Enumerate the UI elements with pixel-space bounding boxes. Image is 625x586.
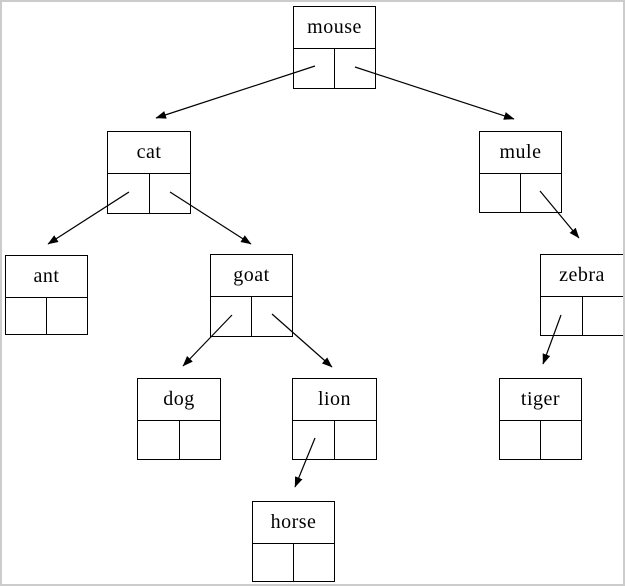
right-pointer-cell [150,174,191,213]
right-pointer-cell [583,297,624,335]
pointer-cells [6,298,87,334]
tree-node-mouse: mouse [293,6,376,89]
node-label-cat: cat [108,132,190,174]
tree-node-dog: dog [137,378,221,460]
node-label-mule: mule [480,132,561,174]
tree-node-goat: goat [210,254,293,337]
right-pointer-cell [335,421,376,459]
tree-node-tiger: tiger [499,378,582,460]
right-pointer-cell [252,297,292,336]
tree-node-horse: horse [252,501,335,582]
left-pointer-cell [541,297,583,335]
left-pointer-cell [480,174,521,212]
right-pointer-cell [541,421,581,459]
node-label-goat: goat [211,255,292,297]
node-label-ant: ant [6,256,87,298]
left-pointer-cell [294,49,335,88]
pointer-cells [293,421,376,459]
left-pointer-cell [6,298,47,334]
right-pointer-cell [47,298,87,334]
left-pointer-cell [293,421,335,459]
tree-node-mule: mule [479,131,562,213]
pointer-cells [253,544,334,581]
left-pointer-cell [500,421,541,459]
pointer-cells [541,297,623,335]
pointer-cells [108,174,190,213]
node-label-horse: horse [253,502,334,544]
pointer-cells [294,49,375,88]
left-pointer-cell [108,174,150,213]
tree-node-zebra: zebra [540,254,623,336]
left-pointer-cell [211,297,252,336]
right-pointer-cell [521,174,561,212]
tree-node-ant: ant [5,255,88,335]
left-pointer-cell [253,544,294,581]
right-pointer-cell [335,49,375,88]
right-pointer-cell [180,421,221,459]
node-label-tiger: tiger [500,379,581,421]
node-label-mouse: mouse [294,7,375,49]
node-label-dog: dog [138,379,220,421]
left-pointer-cell [138,421,180,459]
node-label-zebra: zebra [541,255,623,297]
pointer-cells [480,174,561,212]
right-pointer-cell [294,544,334,581]
tree-node-cat: cat [107,131,191,214]
pointer-cells [500,421,581,459]
node-label-lion: lion [293,379,376,421]
pointer-cells [211,297,292,336]
tree-node-lion: lion [292,378,377,460]
pointer-cells [138,421,220,459]
